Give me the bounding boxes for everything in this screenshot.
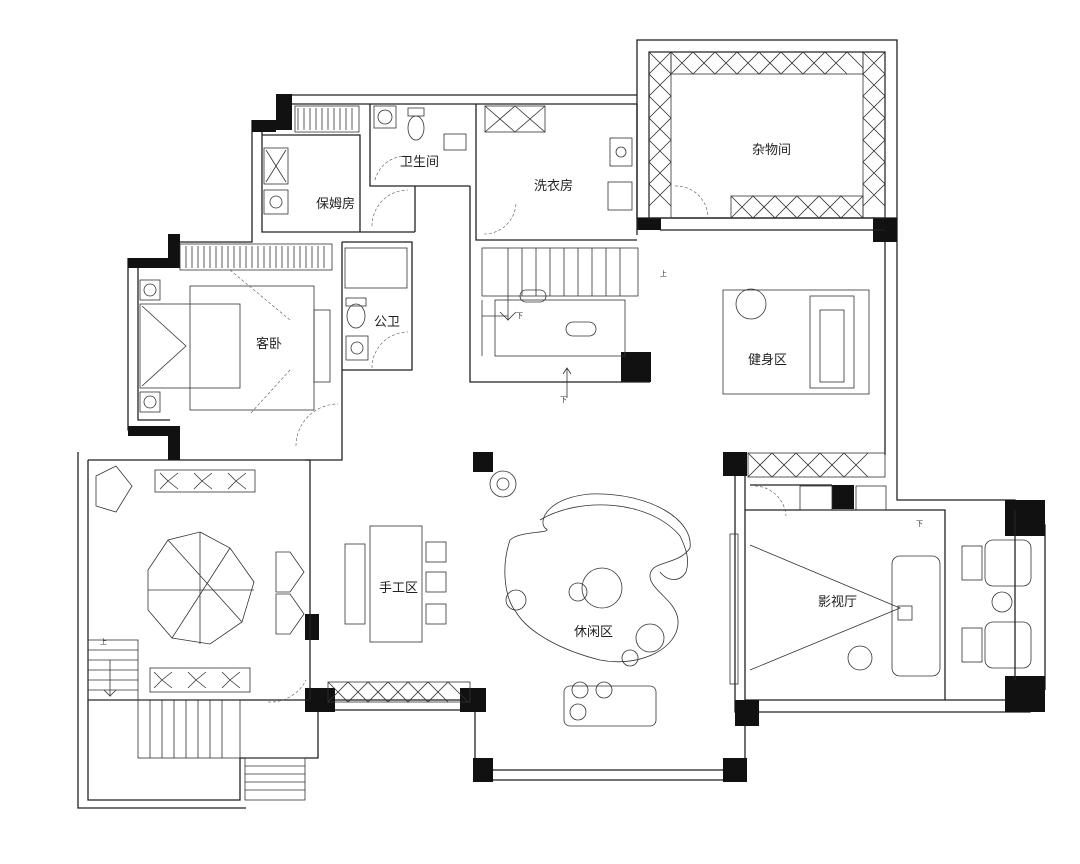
inner-stair-note: 下 <box>516 312 523 320</box>
door-swings <box>267 155 787 703</box>
room-label-storage: 杂物间 <box>752 143 791 158</box>
room-label-nanny-room: 保姆房 <box>316 196 355 212</box>
craft-furniture <box>344 525 447 643</box>
room-label-public-wc: 公卫 <box>374 315 400 330</box>
room-label-bathroom: 卫生间 <box>400 155 439 170</box>
room-label-craft: 手工区 <box>379 581 418 596</box>
room-label-laundry: 洗衣房 <box>534 178 573 194</box>
staircase <box>87 247 639 801</box>
wall-columns <box>128 94 1045 782</box>
theater-stair-note: 下 <box>916 520 923 528</box>
room-label-guest-room: 客卧 <box>256 336 282 352</box>
stair-down-note: 下 <box>560 396 567 404</box>
cabinets <box>179 51 886 703</box>
room-label-lounge: 休闲区 <box>574 625 613 640</box>
room-label-gym: 健身区 <box>748 352 787 368</box>
theater-furniture <box>729 485 1032 685</box>
terrace-furniture <box>95 465 305 693</box>
exterior-walls <box>77 39 1046 809</box>
stair-up-note: 上 <box>660 269 667 278</box>
room-label-theater: 影视厅 <box>818 595 857 610</box>
terrace-stair-note: 上 <box>100 637 107 646</box>
lounge-furniture <box>489 470 691 727</box>
gym-equipment <box>722 288 870 395</box>
fixtures <box>263 105 633 361</box>
guest-bed <box>139 269 331 415</box>
